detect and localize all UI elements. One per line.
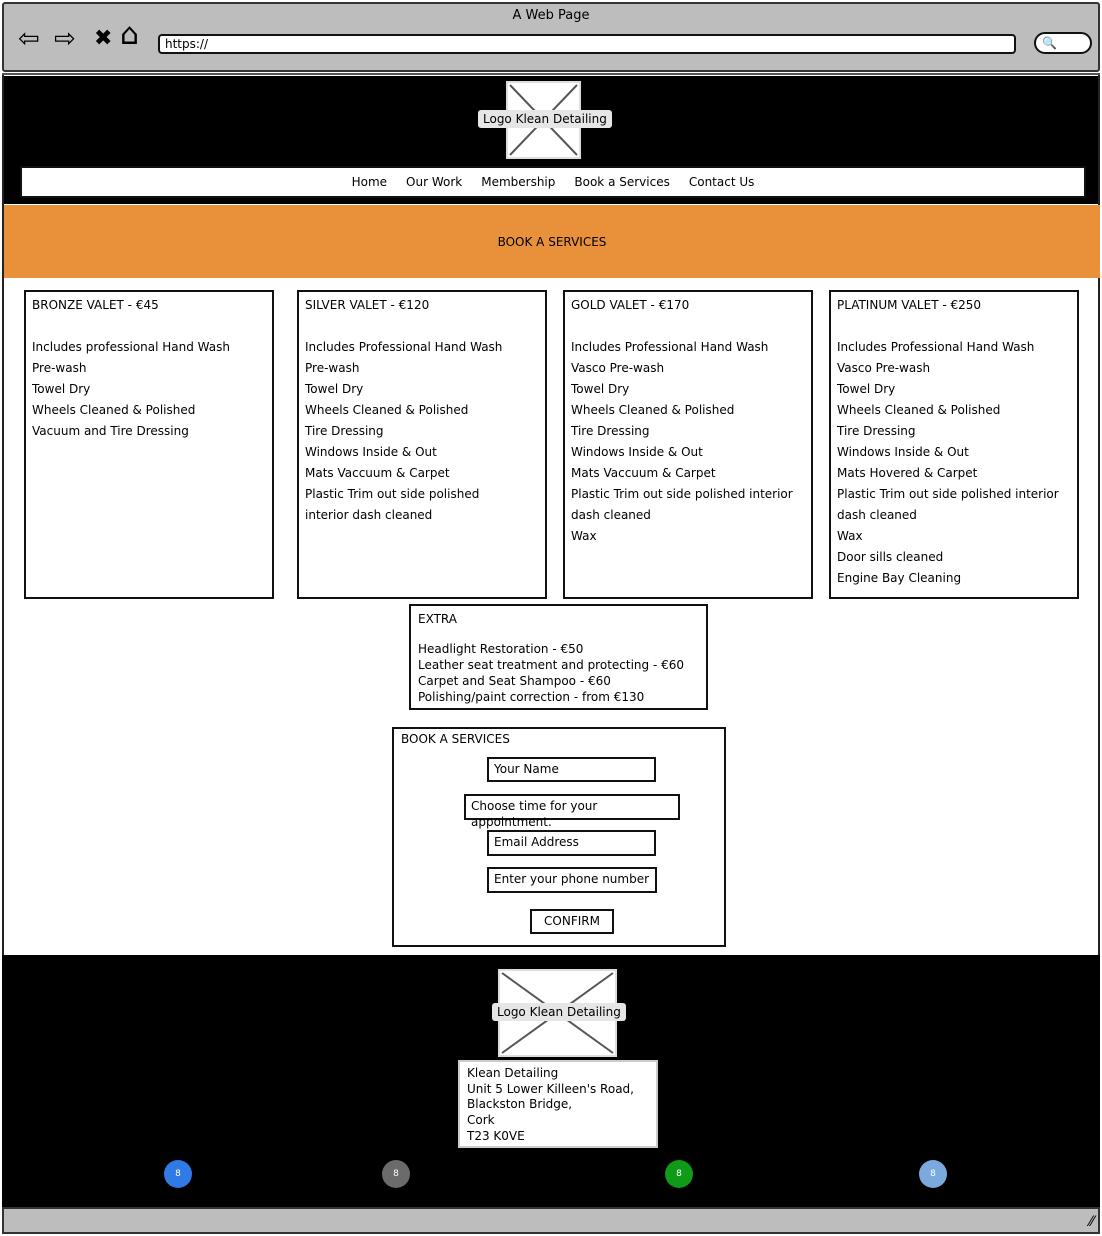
package-item: Tire Dressing bbox=[305, 424, 384, 438]
back-arrow-icon[interactable]: ⇦ bbox=[18, 24, 40, 54]
package-item: Wax bbox=[837, 529, 863, 543]
extras-card: EXTRA Headlight Restoration - €50 Leathe… bbox=[409, 604, 708, 710]
package-item: Towel Dry bbox=[571, 382, 630, 396]
package-item: Plastic Trim out side polished interior bbox=[571, 487, 793, 501]
package-item: Plastic Trim out side polished interior bbox=[837, 487, 1059, 501]
home-icon[interactable]: ⌂ bbox=[120, 17, 140, 52]
package-item: dash cleaned bbox=[571, 508, 651, 522]
social-twitter-icon[interactable]: 8 bbox=[919, 1160, 947, 1188]
resize-grip-icon[interactable]: ⁄⁄ bbox=[1089, 1214, 1094, 1230]
browser-window-bar: A Web Page ⇦ ⇨ ✖ ⌂ https:// 🔍 bbox=[2, 2, 1100, 72]
nav-book-services[interactable]: Book a Services bbox=[574, 175, 670, 189]
package-item: Wheels Cleaned & Polished bbox=[305, 403, 469, 417]
package-item: Includes professional Hand Wash bbox=[32, 340, 230, 354]
package-item: interior dash cleaned bbox=[305, 508, 433, 522]
package-item: Plastic Trim out side polished bbox=[305, 487, 480, 501]
window-title: A Web Page bbox=[512, 8, 590, 23]
package-card-silver: SILVER VALET - €120 Includes Professiona… bbox=[297, 290, 547, 599]
package-title: SILVER VALET - €120 bbox=[305, 298, 430, 312]
package-title: PLATINUM VALET - €250 bbox=[837, 298, 982, 312]
social-facebook-icon[interactable]: 8 bbox=[164, 1160, 192, 1188]
package-item: Includes Professional Hand Wash bbox=[571, 340, 769, 354]
main-nav: Home Our Work Membership Book a Services… bbox=[20, 166, 1086, 198]
header-logo-label: Logo Klean Detailing bbox=[478, 110, 612, 128]
address-line: Klean Detailing bbox=[467, 1066, 559, 1080]
package-item: Mats Hovered & Carpet bbox=[837, 466, 978, 480]
address-line: Blackston Bridge, bbox=[467, 1097, 573, 1112]
footer-logo-label: Logo Klean Detailing bbox=[492, 1003, 626, 1021]
social-github-icon[interactable]: 8 bbox=[382, 1160, 410, 1188]
appointment-time-input[interactable]: Choose time for your appointment. bbox=[464, 794, 680, 829]
extras-item: Headlight Restoration - €50 bbox=[418, 642, 584, 656]
package-item: Windows Inside & Out bbox=[837, 445, 969, 459]
nav-contact-us[interactable]: Contact Us bbox=[688, 175, 755, 189]
package-item: Vasco Pre-wash bbox=[571, 361, 665, 375]
address-line: Unit 5 Lower Killeen's Road, bbox=[467, 1081, 634, 1096]
package-item: Wheels Cleaned & Polished bbox=[571, 403, 735, 417]
package-item: Wheels Cleaned & Polished bbox=[32, 403, 196, 417]
extras-item: Leather seat treatment and protecting - … bbox=[418, 658, 685, 672]
social-whatsapp-icon[interactable]: 8 bbox=[665, 1160, 693, 1188]
booking-form: BOOK A SERVICES Your Name Choose time fo… bbox=[392, 727, 726, 947]
package-item: Pre-wash bbox=[305, 361, 360, 375]
package-card-gold: GOLD VALET - €170 Includes Professional … bbox=[563, 290, 813, 599]
package-item: Mats Vaccuum & Carpet bbox=[571, 466, 716, 480]
package-item: Vacuum and Tire Dressing bbox=[32, 424, 189, 438]
package-item: Windows Inside & Out bbox=[571, 445, 703, 459]
nav-membership[interactable]: Membership bbox=[481, 175, 556, 189]
package-item: Wax bbox=[571, 529, 597, 543]
browser-search-box[interactable]: 🔍 bbox=[1034, 32, 1092, 54]
package-item: Tire Dressing bbox=[837, 424, 916, 438]
page-banner: BOOK A SERVICES bbox=[4, 205, 1100, 278]
url-bar[interactable]: https:// bbox=[158, 34, 1016, 54]
name-input[interactable]: Your Name bbox=[487, 757, 656, 782]
package-item: Mats Vaccuum & Carpet bbox=[305, 466, 450, 480]
nav-home[interactable]: Home bbox=[351, 175, 388, 189]
package-item: Towel Dry bbox=[837, 382, 896, 396]
package-item: Engine Bay Cleaning bbox=[837, 571, 962, 585]
package-item: Includes Professional Hand Wash bbox=[837, 340, 1035, 354]
extras-item: Polishing/paint correction - from €130 bbox=[418, 690, 645, 704]
email-input[interactable]: Email Address bbox=[487, 830, 656, 856]
address-line: Cork bbox=[467, 1113, 495, 1128]
nav-our-work[interactable]: Our Work bbox=[406, 175, 463, 189]
package-item: Windows Inside & Out bbox=[305, 445, 437, 459]
forward-arrow-icon[interactable]: ⇨ bbox=[54, 24, 76, 54]
search-icon: 🔍 bbox=[1042, 36, 1057, 50]
package-item: Towel Dry bbox=[32, 382, 91, 396]
package-item: Vasco Pre-wash bbox=[837, 361, 931, 375]
package-title: GOLD VALET - €170 bbox=[571, 298, 690, 312]
extras-item: Carpet and Seat Shampoo - €60 bbox=[418, 674, 611, 688]
package-item: Towel Dry bbox=[305, 382, 364, 396]
package-item: Pre-wash bbox=[32, 361, 87, 375]
phone-input[interactable]: Enter your phone number bbox=[487, 867, 657, 893]
package-item: Tire Dressing bbox=[571, 424, 650, 438]
browser-status-bar: ⁄⁄ bbox=[2, 1207, 1100, 1234]
extras-title: EXTRA bbox=[418, 612, 457, 626]
package-card-bronze: BRONZE VALET - €45 Includes professional… bbox=[24, 290, 274, 599]
package-card-platinum: PLATINUM VALET - €250 Includes Professio… bbox=[829, 290, 1079, 599]
package-item: Wheels Cleaned & Polished bbox=[837, 403, 1001, 417]
page-frame bbox=[2, 75, 1100, 1207]
address-line: T23 K0VE bbox=[467, 1128, 525, 1143]
booking-title: BOOK A SERVICES bbox=[401, 732, 510, 746]
package-item: Door sills cleaned bbox=[837, 550, 944, 564]
package-item: dash cleaned bbox=[837, 508, 917, 522]
package-title: BRONZE VALET - €45 bbox=[32, 298, 159, 312]
confirm-button[interactable]: CONFIRM bbox=[530, 909, 614, 934]
close-icon[interactable]: ✖ bbox=[94, 26, 113, 51]
chrome-divider bbox=[2, 73, 1100, 75]
footer-address: Klean Detailing Unit 5 Lower Killeen's R… bbox=[458, 1060, 658, 1148]
package-item: Includes Professional Hand Wash bbox=[305, 340, 503, 354]
